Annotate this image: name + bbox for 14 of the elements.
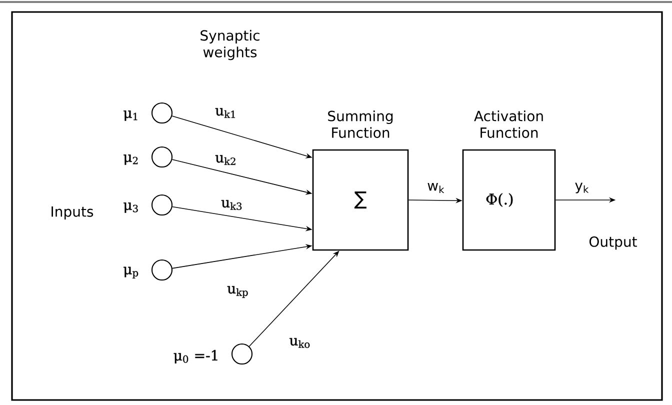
box-symbol: Φ(.)	[486, 193, 513, 207]
edge-label: w$_{k}$	[426, 182, 446, 194]
input-label: μ$_{3}$	[124, 202, 138, 213]
box-symbol: ∑	[354, 192, 366, 208]
input-label: μ$_{p}$	[124, 266, 138, 278]
text-label: Output	[589, 236, 637, 250]
box-heading: Summing Function	[328, 110, 393, 138]
input-label: μ$_{1}$	[124, 110, 138, 121]
input-label: μ$_{2}$	[124, 154, 138, 165]
input-label: μ$_{0}$ =-1	[174, 350, 218, 364]
box-heading: Activation Function	[474, 110, 543, 138]
text-label: Synaptic weights	[200, 30, 260, 60]
edge-label: y$_{k}$	[573, 181, 591, 195]
text-label: Inputs	[52, 206, 94, 220]
